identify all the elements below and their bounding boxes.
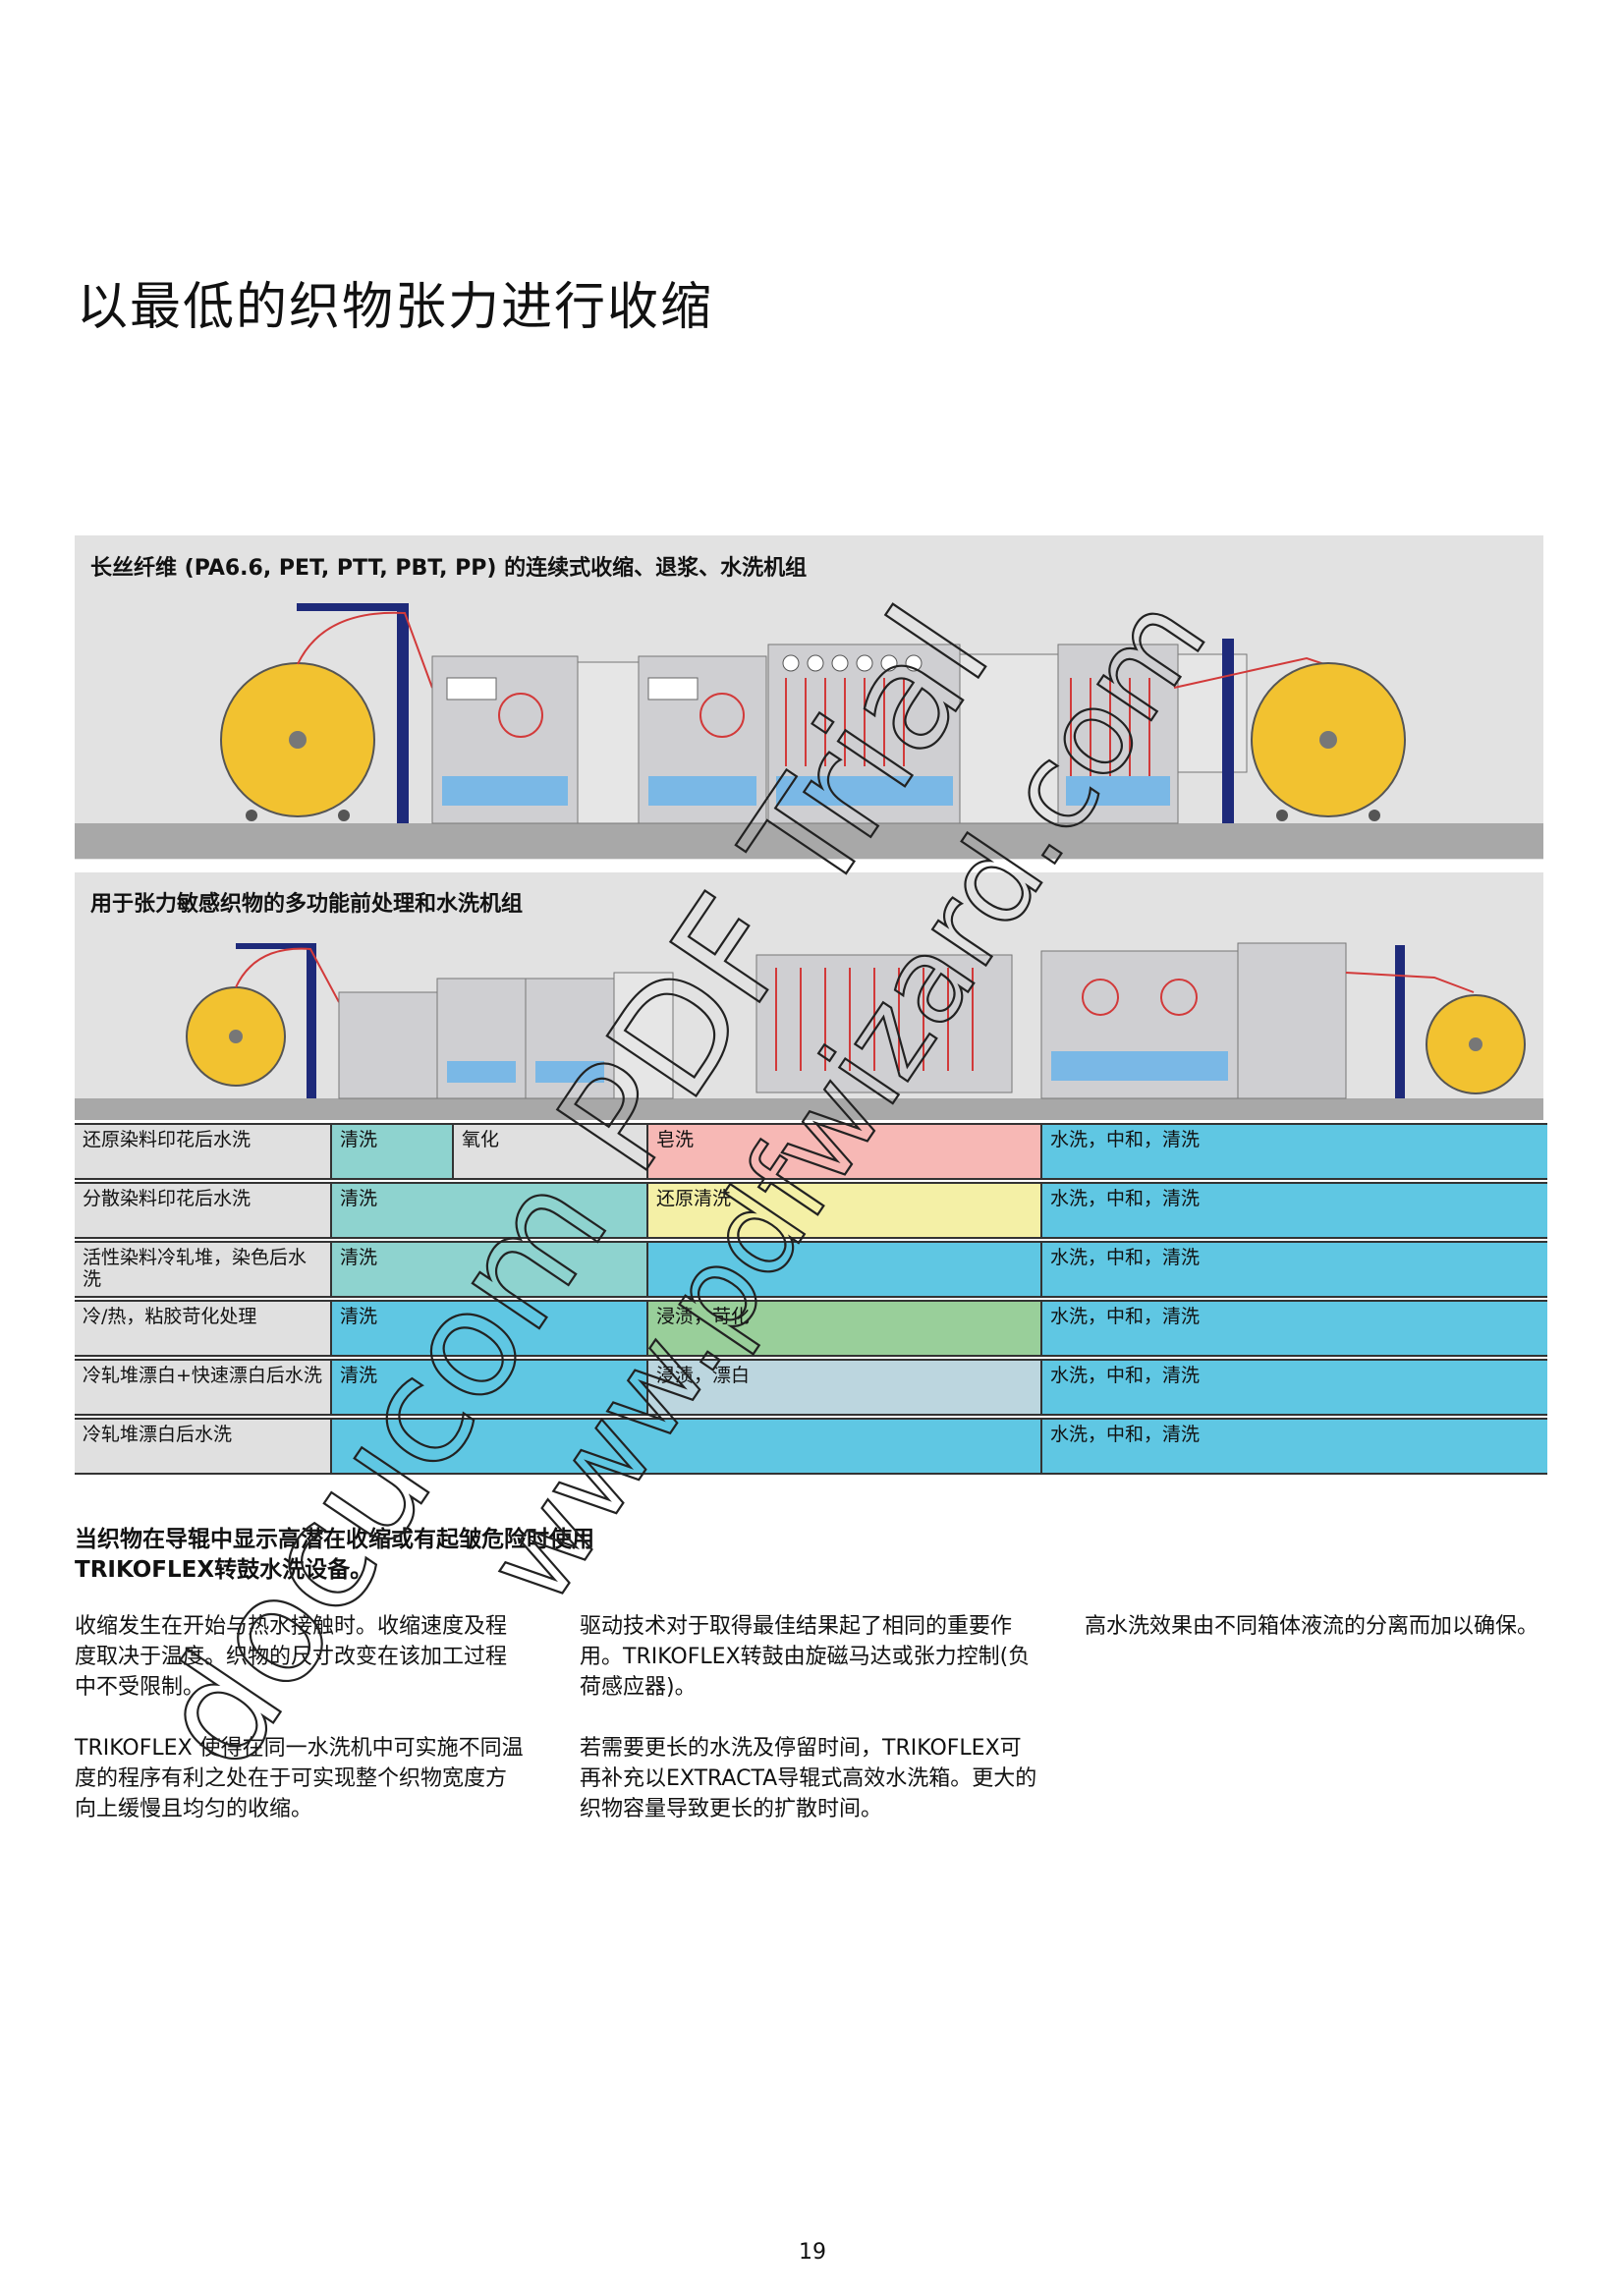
process-cell: 水洗，中和，清洗 bbox=[1042, 1361, 1547, 1414]
col2-paragraph-2: 若需要更长的水洗及停留时间，TRIKOFLEX可再补充以EXTRACTA导辊式高… bbox=[580, 1736, 1037, 1821]
process-cell: 清洗 bbox=[332, 1361, 648, 1414]
process-cell: 水洗，中和，清洗 bbox=[1042, 1184, 1547, 1237]
process-row-label: 还原染料印花后水洗 bbox=[75, 1125, 332, 1178]
process-cell: 清洗 bbox=[332, 1184, 648, 1237]
bottom-line-machines bbox=[186, 942, 1526, 1099]
process-cell: 水洗，中和，清洗 bbox=[1042, 1125, 1547, 1178]
process-cell: 清洗 bbox=[332, 1302, 648, 1355]
top-line-machines bbox=[220, 603, 1406, 824]
diagram-bottom-floor bbox=[75, 1098, 1543, 1120]
process-cell: 水洗，中和，清洗 bbox=[1042, 1420, 1547, 1473]
process-row-label: 分散染料印花后水洗 bbox=[75, 1184, 332, 1237]
process-row: 冷轧堆漂白+快速漂白后水洗清洗浸渍，漂白水洗，中和，清洗 bbox=[75, 1359, 1547, 1416]
page-title: 以最低的织物张力进行收缩 bbox=[77, 278, 714, 337]
process-cell: 清洗 bbox=[332, 1125, 454, 1178]
body-heading: 当织物在导辊中显示高潜在收缩或有起皱危险时使用TRIKOFLEX转鼓水洗设备。 bbox=[75, 1527, 594, 1583]
process-cell: 浸渍，漂白 bbox=[648, 1361, 1042, 1414]
col2-paragraph-1: 驱动技术对于取得最佳结果起了相同的重要作用。TRIKOFLEX转鼓由旋磁马达或张… bbox=[580, 1614, 1031, 1700]
process-cell: 浸渍，苛化 bbox=[648, 1302, 1042, 1355]
top-left-gantry bbox=[297, 603, 405, 611]
top-right-gantry bbox=[1222, 639, 1234, 823]
process-row: 冷/热，粘胶苛化处理清洗浸渍，苛化水洗，中和，清洗 bbox=[75, 1300, 1547, 1357]
process-row-label: 冷/热，粘胶苛化处理 bbox=[75, 1302, 332, 1355]
process-cell: 还原清洗 bbox=[648, 1184, 1042, 1237]
machine-illustrations bbox=[186, 603, 1526, 1099]
col1-paragraph-2: TRIKOFLEX 使得在同一水洗机中可实施不同温度的程序有利之处在于可实现整个… bbox=[75, 1736, 524, 1821]
process-row: 冷轧堆漂白后水洗 水洗，中和，清洗 bbox=[75, 1418, 1547, 1475]
process-cell: 皂洗 bbox=[648, 1125, 1042, 1178]
page-number: 19 bbox=[799, 2240, 826, 2265]
process-row: 还原染料印花后水洗清洗氧化皂洗水洗，中和，清洗 bbox=[75, 1123, 1547, 1180]
process-row: 分散染料印花后水洗清洗还原清洗水洗，中和，清洗 bbox=[75, 1182, 1547, 1239]
process-cell bbox=[648, 1243, 1042, 1296]
process-row-label: 冷轧堆漂白+快速漂白后水洗 bbox=[75, 1361, 332, 1414]
col1-paragraph-1: 收缩发生在开始与热水接触时。收缩速度及程度取决于温度。织物的尺寸改变在该加工过程… bbox=[75, 1614, 508, 1700]
process-cell: 水洗，中和，清洗 bbox=[1042, 1243, 1547, 1296]
process-row: 活性染料冷轧堆，染色后水洗清洗 水洗，中和，清洗 bbox=[75, 1241, 1547, 1298]
process-cell: 水洗，中和，清洗 bbox=[1042, 1302, 1547, 1355]
process-row-label: 冷轧堆漂白后水洗 bbox=[75, 1420, 332, 1473]
process-cell: 氧化 bbox=[454, 1125, 648, 1178]
process-cell: 清洗 bbox=[332, 1243, 648, 1296]
diagram-bottom-caption: 用于张力敏感织物的多功能前处理和水洗机组 bbox=[90, 892, 524, 917]
process-row-label: 活性染料冷轧堆，染色后水洗 bbox=[75, 1243, 332, 1296]
col3-paragraph-1: 高水洗效果由不同箱体液流的分离而加以确保。 bbox=[1085, 1614, 1539, 1639]
process-cell bbox=[332, 1420, 1042, 1473]
diagram-top-caption: 长丝纤维 (PA6.6, PET, PTT, PBT, PP) 的连续式收缩、退… bbox=[90, 556, 808, 581]
diagram-top-floor bbox=[75, 823, 1543, 859]
